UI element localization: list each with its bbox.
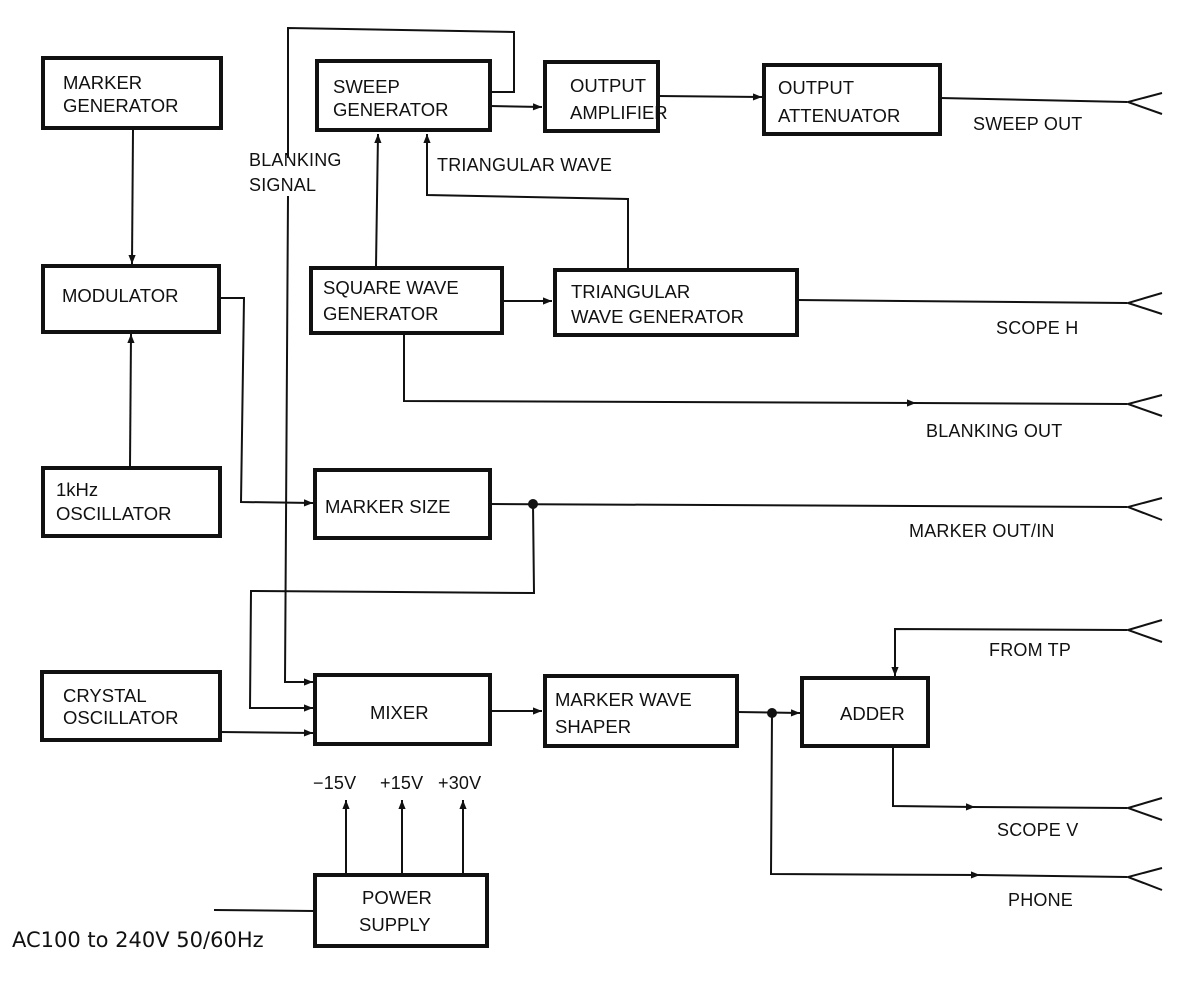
- wire-amplifier-to-attenuator: [657, 93, 763, 101]
- wire-scope-v-tail: [972, 806, 1128, 809]
- block-square-wave-generator[interactable]: SQUARE WAVE GENERATOR: [309, 266, 504, 335]
- wire-marker-size-to-mixer: [248, 503, 536, 712]
- label-rail-neg15: −15V: [313, 773, 356, 793]
- block-mixer[interactable]: MIXER: [313, 673, 492, 746]
- terminal-connector-icon: [1124, 394, 1163, 417]
- terminal-connector-icon: [1124, 619, 1163, 643]
- terminal-connector-icon: [1124, 292, 1163, 315]
- block-marker-size[interactable]: MARKER SIZE: [313, 468, 492, 540]
- block-label: MIXER: [370, 702, 429, 723]
- block-label: OUTPUT: [570, 75, 646, 96]
- junction-dot-shaper-output: [767, 708, 777, 718]
- block-label: SHAPER: [555, 716, 631, 737]
- label-rail-pos30: +30V: [438, 773, 481, 793]
- block-label: SWEEP: [333, 76, 400, 97]
- block-output-attenuator[interactable]: OUTPUT ATTENUATOR: [762, 63, 942, 136]
- wire-from-tp: [891, 627, 1128, 676]
- label-from-tp: FROM TP: [989, 640, 1071, 660]
- wire-phone: [769, 712, 981, 879]
- block-label: OSCILLATOR: [56, 503, 172, 524]
- terminal-connector-icon: [1124, 497, 1163, 521]
- block-label: GENERATOR: [323, 303, 438, 324]
- label-blanking-signal: SIGNAL: [249, 175, 316, 195]
- wire-blanking-signal-down: [283, 195, 313, 686]
- block-modulator[interactable]: MODULATOR: [41, 264, 221, 334]
- wire-ac-input: [213, 909, 315, 912]
- wire-blanking-out-tail: [913, 402, 1128, 405]
- block-marker-generator[interactable]: MARKER GENERATOR: [41, 56, 223, 130]
- block-label: SQUARE WAVE: [323, 277, 459, 298]
- label-sweep-out: SWEEP OUT: [973, 114, 1082, 134]
- block-label: MARKER WAVE: [555, 689, 692, 710]
- label-mains-input: AC100 to 240V 50/60Hz: [12, 928, 264, 952]
- label-blanking-signal: BLANKING: [249, 150, 342, 170]
- wire-sweep-to-amplifier: [489, 103, 543, 111]
- block-label: CRYSTAL: [63, 685, 147, 706]
- block-sweep-generator[interactable]: SWEEP GENERATOR: [315, 59, 492, 132]
- label-phone: PHONE: [1008, 890, 1073, 910]
- block-label: MARKER: [63, 72, 142, 93]
- terminals: [1124, 92, 1163, 891]
- wire-modulator-to-marker-size: [219, 297, 314, 507]
- block-1khz-oscillator[interactable]: 1kHz OSCILLATOR: [41, 466, 222, 538]
- wire-triangular-to-sweep: [423, 134, 629, 268]
- wire-blanking-out: [403, 334, 917, 407]
- block-label: GENERATOR: [333, 99, 448, 120]
- block-adder[interactable]: ADDER: [800, 676, 930, 748]
- block-label: GENERATOR: [63, 95, 178, 116]
- block-triangular-wave-generator[interactable]: TRIANGULAR WAVE GENERATOR: [553, 268, 799, 337]
- label-marker-out-in: MARKER OUT/IN: [909, 521, 1055, 541]
- block-label: MODULATOR: [62, 285, 179, 306]
- label-triangular-wave: TRIANGULAR WAVE: [437, 155, 612, 175]
- wire-marker-out-in: [489, 503, 1128, 508]
- block-label: WAVE GENERATOR: [571, 306, 744, 327]
- block-label: TRIANGULAR: [571, 281, 690, 302]
- block-label: OSCILLATOR: [63, 707, 179, 728]
- block-output-amplifier[interactable]: OUTPUT AMPLIFIER: [543, 60, 668, 133]
- block-label: ADDER: [840, 703, 905, 724]
- label-rail-pos15: +15V: [380, 773, 423, 793]
- block-marker-wave-shaper[interactable]: MARKER WAVE SHAPER: [543, 674, 739, 748]
- block-label: 1kHz: [56, 479, 98, 500]
- wire-marker-generator-to-modulator: [128, 129, 136, 265]
- block-label: POWER: [362, 887, 432, 908]
- wire-scope-h: [796, 299, 1128, 304]
- label-blanking-out: BLANKING OUT: [926, 421, 1062, 441]
- block-label: MARKER SIZE: [325, 496, 450, 517]
- block-label: ATTENUATOR: [778, 105, 900, 126]
- wire-scope-v: [892, 748, 976, 811]
- block-crystal-oscillator[interactable]: CRYSTAL OSCILLATOR: [40, 670, 222, 742]
- wire-1khz-to-modulator: [127, 333, 135, 467]
- block-label: SUPPLY: [359, 914, 431, 935]
- connections: [127, 26, 1128, 912]
- block-label: AMPLIFIER: [570, 102, 668, 123]
- terminal-connector-icon: [1124, 867, 1163, 891]
- wire-square-to-sweep: [374, 133, 382, 267]
- wire-crystal-to-mixer: [219, 729, 314, 737]
- junction-dot-marker-size: [528, 499, 538, 509]
- wire-sweep-out: [939, 97, 1128, 103]
- block-power-supply[interactable]: POWER SUPPLY: [313, 873, 489, 948]
- terminal-connector-icon: [1124, 797, 1163, 821]
- wire-blanking-signal: [287, 26, 515, 158]
- block-label: OUTPUT: [778, 77, 854, 98]
- terminal-connector-icon: [1124, 92, 1163, 115]
- label-scope-h: SCOPE H: [996, 318, 1078, 338]
- wire-phone-tail: [977, 874, 1128, 878]
- label-scope-v: SCOPE V: [997, 820, 1078, 840]
